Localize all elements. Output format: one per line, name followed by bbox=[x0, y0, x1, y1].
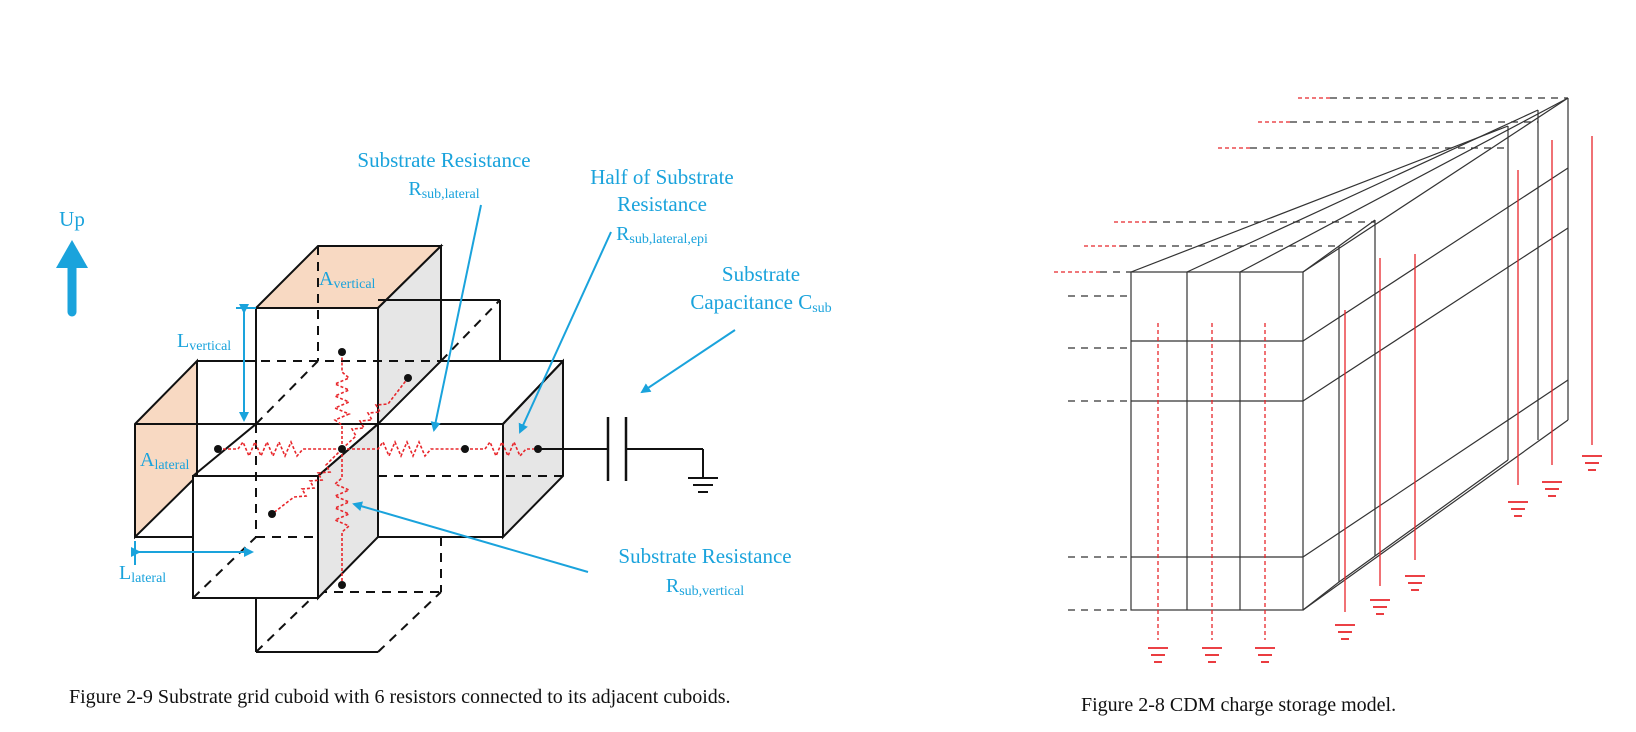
half-substrate-resistance-symbol: Rsub,lateral,epi bbox=[616, 223, 708, 247]
cdm-dashed-extensions bbox=[1068, 97, 1568, 611]
cdm-cube-grid bbox=[1130, 97, 1569, 611]
a-lateral-label: Alateral bbox=[140, 449, 190, 473]
resistor-epi bbox=[465, 439, 538, 459]
cdm-ground-symbols bbox=[1148, 455, 1602, 663]
a-vertical-label: Avertical bbox=[319, 268, 376, 292]
cdm-capacitor-network bbox=[1054, 97, 1593, 640]
top-cube bbox=[255, 246, 379, 425]
resistor-up bbox=[332, 352, 352, 449]
substrate-resistance-vertical-title: Substrate Resistance bbox=[618, 544, 791, 568]
back-cube bbox=[378, 299, 501, 362]
up-arrow-icon bbox=[56, 240, 88, 317]
half-substrate-resistance-line2: Resistance bbox=[617, 192, 707, 216]
half-substrate-resistance-line1: Half of Substrate bbox=[590, 165, 733, 189]
resistor-down bbox=[332, 449, 352, 585]
substrate-resistance-vertical-symbol: Rsub,vertical bbox=[666, 575, 744, 599]
figure-2-9-caption: Figure 2-9 Substrate grid cuboid with 6 … bbox=[69, 686, 731, 708]
l-lateral-label: Llateral bbox=[119, 562, 166, 586]
l-vertical-dimension bbox=[236, 304, 256, 422]
substrate-resistance-lateral-symbol: Rsub,lateral bbox=[408, 178, 479, 202]
substrate-capacitance-line2: Capacitance Csub bbox=[690, 290, 831, 316]
resistor-left bbox=[218, 439, 342, 459]
up-label: Up bbox=[59, 207, 85, 231]
l-vertical-label: Lvertical bbox=[177, 330, 231, 354]
substrate-resistance-lateral-title: Substrate Resistance bbox=[357, 148, 530, 172]
resistor-front bbox=[271, 448, 343, 515]
ground-icon bbox=[688, 477, 718, 493]
resistor-right bbox=[342, 439, 465, 459]
cdm-charge-storage-model: Figure 2-8 CDM charge storage model. bbox=[1054, 97, 1602, 716]
resistor-network bbox=[218, 352, 538, 585]
l-lateral-dimension bbox=[131, 541, 254, 565]
substrate-capacitance-line1: Substrate bbox=[722, 262, 800, 286]
front-cube bbox=[192, 423, 379, 599]
resistor-back bbox=[341, 377, 409, 450]
figure-2-8-caption: Figure 2-8 CDM charge storage model. bbox=[1081, 694, 1396, 716]
label-pointers bbox=[352, 204, 736, 573]
substrate-capacitor-symbol bbox=[538, 417, 704, 481]
substrate-grid-cuboid-diagram: Up bbox=[56, 148, 832, 708]
